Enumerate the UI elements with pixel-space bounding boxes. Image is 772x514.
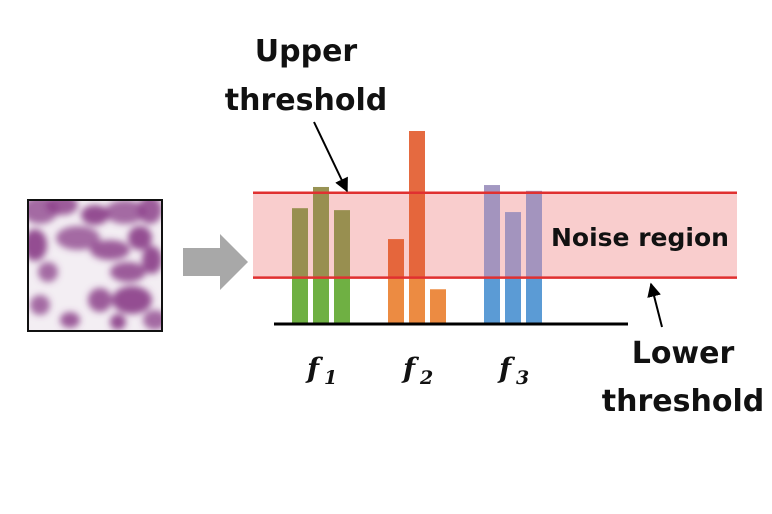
feature-bar-f1-1 xyxy=(292,208,308,278)
histopathology-patch-icon xyxy=(27,199,163,332)
feature-bar-f1-2-base xyxy=(313,277,329,324)
feature-bar-f3-3 xyxy=(526,190,542,278)
lower-threshold-label-line1: Lower xyxy=(632,336,735,371)
feature-bar-f2-3-base xyxy=(430,289,446,324)
feature-bar-f1-1-base xyxy=(292,277,308,324)
noise-region-label: Noise region xyxy=(551,223,729,252)
upper-threshold-label-line2: threshold xyxy=(225,83,387,118)
lower-threshold-label-line2: threshold xyxy=(602,384,764,419)
feature-bar-f2-1 xyxy=(388,239,404,278)
feature-bar-f3-1 xyxy=(484,185,500,278)
feature-bar-f3-2-base xyxy=(505,277,521,324)
right-arrow-icon xyxy=(183,234,248,290)
upper-pointer-arrow xyxy=(313,121,348,193)
feature-bar-f1-3 xyxy=(334,210,350,278)
feature-bar-f3-3-base xyxy=(526,277,542,324)
feature-bars xyxy=(292,131,542,324)
feature-bar-f2-2-base xyxy=(409,277,425,324)
feature-bar-f1-2 xyxy=(313,186,329,278)
feature-bar-f2-1-base xyxy=(388,277,404,324)
feature-bar-f3-1-base xyxy=(484,277,500,324)
feature-bar-f1-3-base xyxy=(334,277,350,324)
upper-threshold-label-line1: Upper xyxy=(255,34,358,69)
feature-bar-f3-2 xyxy=(505,212,521,278)
lower-pointer-arrow xyxy=(647,282,663,328)
feature-bar-f2-2 xyxy=(409,131,425,278)
